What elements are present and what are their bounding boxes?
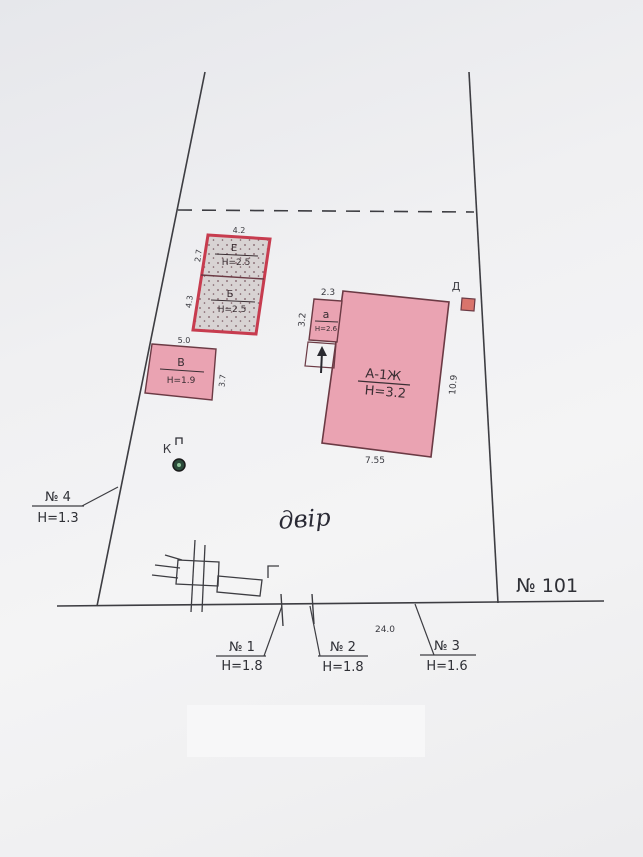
building-porch-height: Н=2.6 (315, 325, 338, 333)
fence-callout-4[interactable]: № 4 Н=1.3 (32, 486, 119, 526)
shed-e-label: Е (231, 243, 237, 254)
building-porch[interactable]: а Н=2.6 2.3 3.2 (297, 288, 343, 374)
sheds-eb-divider (200, 274, 265, 280)
shed-v-height: Н=1.9 (167, 376, 196, 386)
small-d-shape[interactable] (460, 297, 476, 312)
sheds-eb-outer[interactable] (191, 233, 272, 336)
rear-dashed-line (177, 209, 475, 213)
callout-1-number: № 1 (229, 640, 255, 655)
fence-tick-1 (280, 593, 284, 627)
gate-post-2 (201, 544, 206, 613)
shed-v-fraction-line (159, 368, 205, 373)
callout-4-leader (81, 486, 119, 507)
building-main[interactable]: А-1Ж Н=3.2 7.55 10.9 (321, 290, 460, 466)
shed-e-fraction-line (214, 253, 259, 257)
gate-g-icon (267, 565, 279, 578)
callout-1-leader (263, 605, 283, 657)
gate-hatch-3 (164, 554, 183, 561)
entrance-arrow-icon (317, 346, 327, 356)
building-porch-depth-dim: 3.2 (297, 312, 308, 327)
boundary-left (96, 71, 206, 607)
building-small-d[interactable]: Д (452, 280, 476, 312)
porch-steps (304, 341, 337, 369)
building-main-fraction-line (357, 380, 411, 386)
fence-callout-3[interactable]: № 3 Н=1.6 (414, 603, 476, 674)
shed-b-depth-dim: 4.3 (184, 295, 195, 309)
callout-3-number: № 3 (434, 639, 460, 654)
callout-2-height: Н=1.8 (322, 660, 363, 675)
yard-label: двір (277, 503, 331, 535)
building-shed-v[interactable]: В Н=1.9 5.0 3.7 (144, 336, 228, 401)
callout-2-number: № 2 (330, 640, 356, 655)
shed-v-shape[interactable] (144, 343, 217, 401)
building-porch-fraction-line (314, 320, 339, 323)
neighbor-label: № 101 (516, 575, 578, 597)
plot-boundary (56, 71, 605, 607)
callout-4-number: № 4 (45, 490, 71, 505)
callout-2-leader (309, 605, 321, 657)
shed-b-label: Б (227, 289, 234, 300)
small-d-label: Д (452, 280, 461, 293)
callout-3-leader (414, 603, 435, 656)
shed-e-height: Н=2.5 (222, 258, 251, 268)
gate-post-1 (190, 539, 196, 613)
building-sheds-eb[interactable]: Е Н=2.5 4.2 2.7 Б Н=2.5 4.3 (184, 226, 272, 336)
fence-tick-2 (311, 593, 315, 625)
callout-3-height: Н=1.6 (426, 659, 467, 674)
gate-structure[interactable] (151, 539, 279, 613)
building-main-height: Н=3.2 (364, 383, 406, 402)
building-main-width-dim: 7.55 (365, 456, 385, 466)
shed-v-width-dim: 5.0 (178, 336, 191, 345)
building-main-label: А-1Ж (365, 366, 402, 384)
boundary-front (56, 600, 605, 607)
well-icon-center (177, 463, 181, 467)
shed-b-height: Н=2.5 (218, 305, 247, 315)
fence-ticks (280, 593, 315, 627)
fence-callout-2[interactable]: № 2 Н=1.8 (309, 605, 368, 675)
shed-v-depth-dim: 3.7 (217, 374, 227, 388)
well-label: К (163, 442, 172, 456)
redacted-area (187, 705, 425, 757)
building-porch-width-dim: 2.3 (321, 288, 335, 298)
front-length-dim: 24.0 (375, 625, 395, 635)
gate-hatch-2 (151, 574, 179, 579)
callout-1-height: Н=1.8 (221, 659, 262, 674)
shed-v-label: В (177, 356, 185, 369)
shed-e-width-dim: 4.2 (233, 226, 246, 235)
gate-arm (216, 575, 263, 597)
gate-box[interactable] (175, 559, 220, 587)
building-porch-label: а (323, 308, 330, 321)
shed-e-depth-dim: 2.7 (193, 249, 204, 263)
gate-hatch-1 (154, 564, 181, 569)
building-main-depth-dim: 10.9 (448, 374, 460, 395)
building-porch-shape[interactable] (308, 298, 343, 343)
well[interactable]: К (163, 437, 186, 472)
fence-callout-1[interactable]: № 1 Н=1.8 (216, 605, 283, 674)
callout-4-height: Н=1.3 (37, 511, 78, 526)
well-marker-icon (175, 437, 183, 445)
boundary-right (468, 71, 499, 604)
shed-b-fraction-line (210, 299, 256, 303)
building-main-shape[interactable] (321, 290, 450, 458)
